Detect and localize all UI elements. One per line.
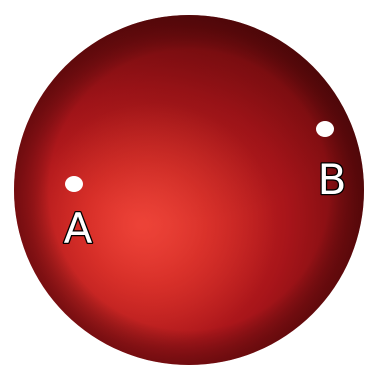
point-b-label: B <box>318 155 347 204</box>
point-b-marker <box>316 121 334 137</box>
red-sphere <box>14 15 364 365</box>
point-a-label: A <box>64 204 93 253</box>
point-a-marker <box>65 176 83 192</box>
